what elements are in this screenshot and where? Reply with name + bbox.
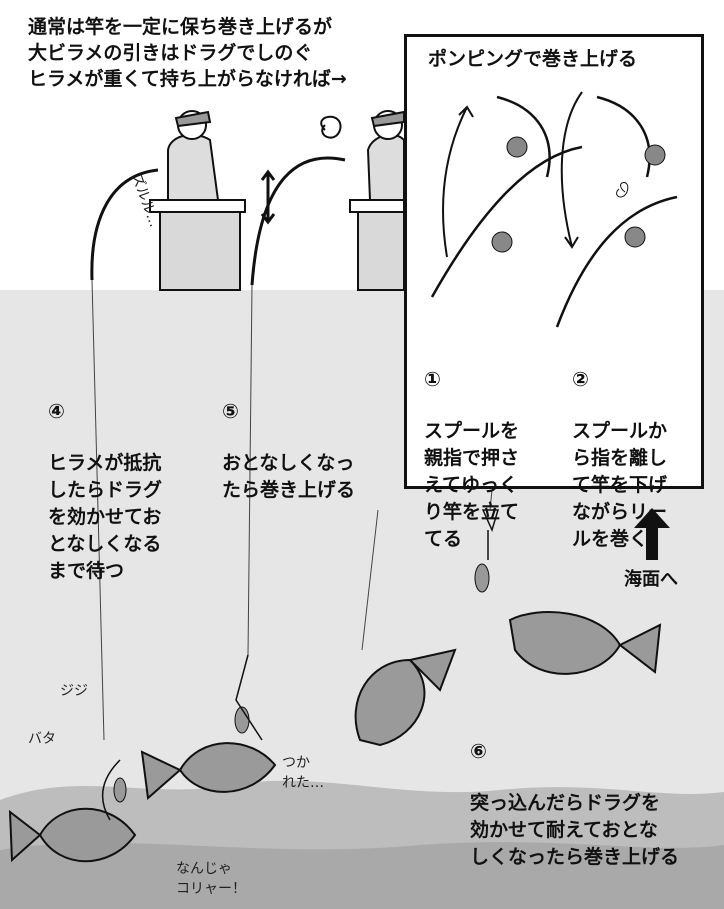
rod-1 [90,168,159,281]
surface-label: 海面へ [624,569,678,590]
sinker-2 [234,706,250,734]
inset-step-1-number: ① [424,367,441,391]
inset-step-2: ② スプールか ら指を離し て竿を下げ ながらリー ルを巻く [572,340,667,553]
flounder-1 [8,807,137,863]
inset-step-1: ① スプールを 親指で押さ えてゆっく り竿を立て てる [424,340,519,553]
up-arrow-icon [634,508,670,560]
sinker-1 [474,563,490,593]
line-1 [91,279,105,741]
inset-illustration [430,91,678,328]
sfx-nanja: なんじゃ コリャー！ [176,861,246,897]
intro-text: 通常は竿を一定に保ち巻き上げるが 大ビラメの引きはドラグでしのぐ ヒラメが重くて… [28,16,347,90]
step-5-number: ⑤ [222,399,239,423]
pumping-inset [404,34,704,489]
angler-1 [149,110,246,291]
rod-2 [250,156,346,286]
step-6: ⑥ 突っ込んだらドラグを 効かせて耐えておとな しくなったら巻き上げる [470,712,679,871]
inset-step-1-text: スプールを 親指で押さ えてゆっく り竿を立て てる [424,420,520,550]
line-2 [247,284,253,656]
line-3 [361,509,379,651]
inset-step-2-text: スプールか ら指を離し て竿を下げ ながらリー ルを巻く [572,420,668,550]
step-4-number: ④ [48,399,65,423]
bend-arrow [260,169,276,225]
flounder-4 [508,611,662,675]
sfx-jiji: ジジ [60,683,88,699]
step-6-number: ⑥ [470,739,487,763]
line-4 [489,489,493,511]
sfx-bata: バタ [28,731,56,747]
sfx-tsukareta: つか れた… [282,755,324,791]
step-6-text: 突っ込んだらドラグを 効かせて耐えておとな しくなったら巻き上げる [470,792,680,868]
step-5: ⑤ おとなしくなっ たら巻き上げる [222,372,355,504]
flounder-2 [140,742,277,800]
flounder-3 [354,648,457,747]
inset-step-2-number: ② [572,367,589,391]
sinker-3 [113,777,127,803]
angler-2 [320,110,405,291]
step-4: ④ ヒラメが抵抗 したらドラグ を効かせてお となしくなる まで待つ [48,372,162,585]
step-4-text: ヒラメが抵抗 したらドラグ を効かせてお となしくなる まで待つ [48,452,163,582]
step-5-text: おとなしくなっ たら巻き上げる [222,452,356,501]
inset-title: ポンピングで巻き上げる [428,48,638,70]
